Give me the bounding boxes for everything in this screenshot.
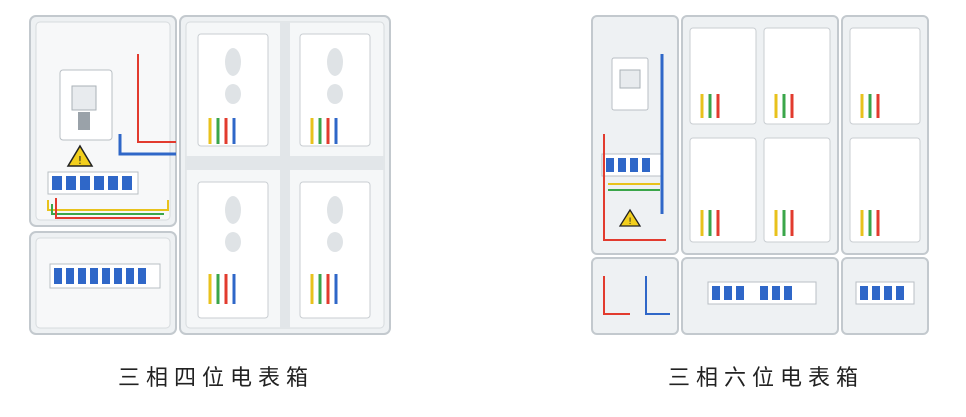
product-caption-four-position: 三相四位电表箱: [118, 366, 315, 391]
meter-box-four-position-illustration: !: [29, 15, 391, 335]
product-image-six-position: !: [590, 14, 930, 336]
product-image-four-position: !: [28, 14, 392, 336]
svg-text:!: !: [78, 154, 82, 167]
svg-text:!: !: [628, 217, 632, 227]
product-caption-six-position: 三相六位电表箱: [668, 366, 865, 391]
meter-box-six-position-illustration: !: [591, 15, 929, 335]
